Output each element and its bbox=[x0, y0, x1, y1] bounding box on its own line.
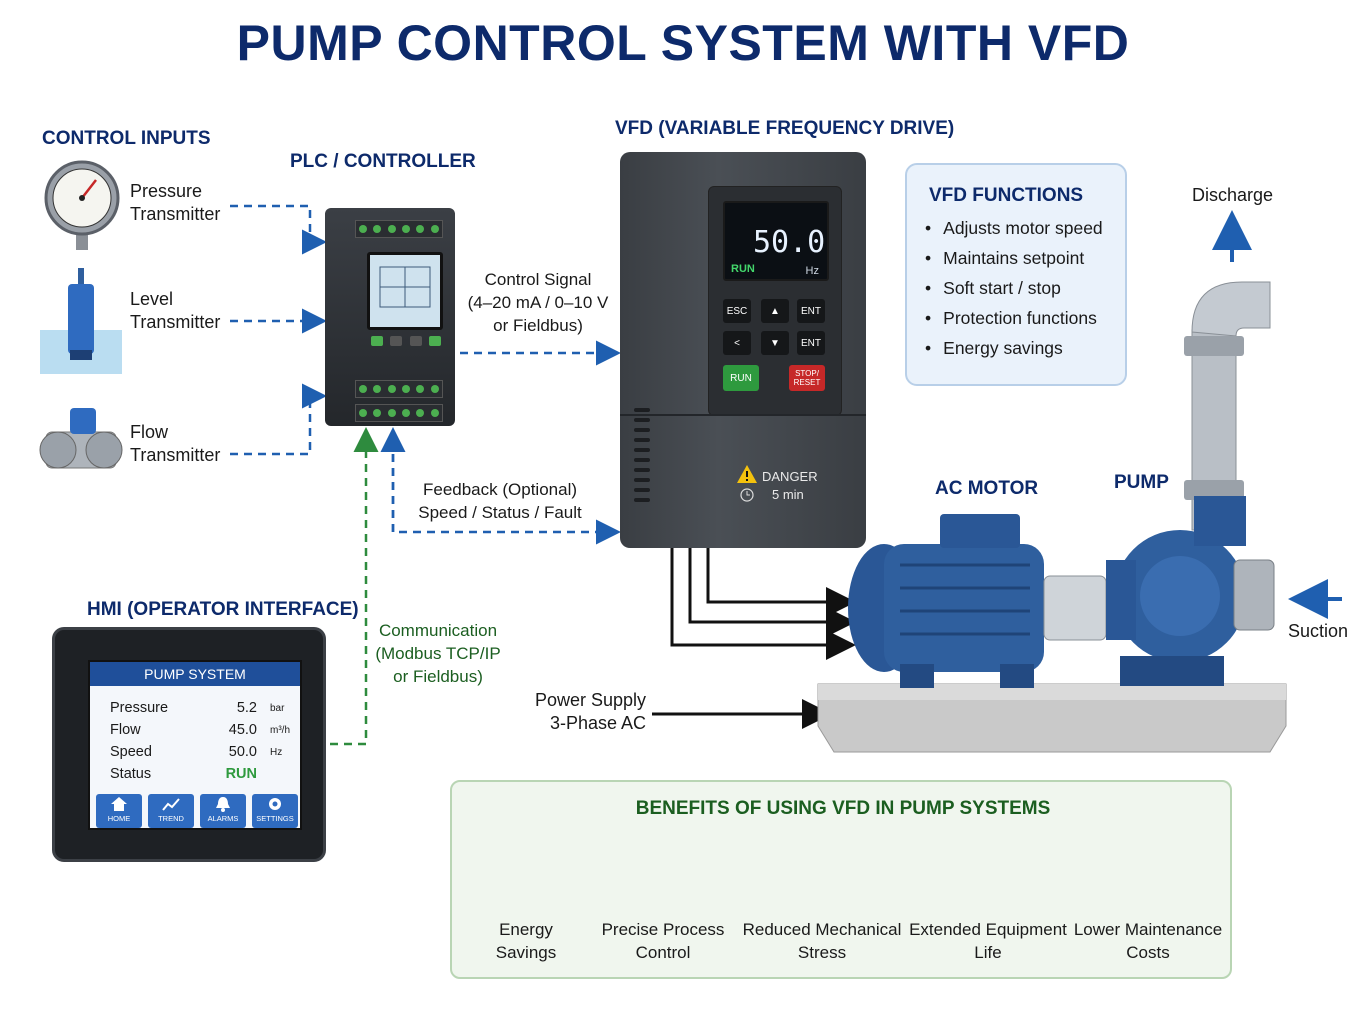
benefits-title: BENEFITS OF USING VFD IN PUMP SYSTEMS bbox=[635, 798, 1051, 819]
communication-line bbox=[330, 427, 379, 746]
vfd-drive: 50.0 RUN Hz ESC ▲ ENT < ▼ ENT RUN STOP/R… bbox=[620, 152, 866, 548]
plc-controller bbox=[325, 208, 455, 426]
vfd-run-button[interactable]: RUN bbox=[723, 365, 759, 391]
level-transmitter-icon bbox=[40, 268, 122, 374]
function-item: Protection functions bbox=[929, 303, 1125, 333]
vfd-up-button[interactable]: ▲ bbox=[761, 299, 789, 323]
hmi-heading: HMI (OPERATOR INTERFACE) bbox=[87, 599, 359, 620]
function-item: Soft start / stop bbox=[929, 273, 1125, 303]
motor-cable-3 bbox=[670, 548, 856, 660]
function-item: Maintains setpoint bbox=[929, 243, 1125, 273]
motor-cable-1 bbox=[706, 548, 856, 617]
hmi-trend-button[interactable]: TREND bbox=[148, 794, 194, 828]
trend-icon bbox=[162, 798, 180, 811]
vfd-keypad-panel: 50.0 RUN Hz ESC ▲ ENT < ▼ ENT RUN STOP/R… bbox=[708, 186, 842, 416]
vfd-functions-title: VFD FUNCTIONS bbox=[929, 185, 1084, 206]
plc-heading: PLC / CONTROLLER bbox=[290, 151, 476, 172]
hmi-header: PUMP SYSTEM bbox=[90, 662, 300, 686]
hmi-alarms-button[interactable]: ALARMS bbox=[200, 794, 246, 828]
pump-icon bbox=[1106, 496, 1275, 686]
ac-motor-icon bbox=[848, 514, 1107, 688]
vfd-frequency-value: 50.0 bbox=[753, 225, 826, 260]
flow-signal-line bbox=[230, 383, 327, 456]
ac-motor-heading: AC MOTOR bbox=[935, 478, 1039, 499]
control-inputs-heading: CONTROL INPUTS bbox=[42, 128, 211, 149]
motor-cable-2 bbox=[688, 548, 856, 637]
plc-mid-terminal bbox=[355, 380, 443, 398]
bell-icon bbox=[216, 797, 230, 812]
vfd-enter-button[interactable]: ENT bbox=[797, 299, 825, 323]
vfd-run-indicator: RUN bbox=[731, 263, 755, 275]
vfd-enter2-button[interactable]: ENT bbox=[797, 331, 825, 355]
home-icon bbox=[111, 797, 127, 811]
hmi-settings-button[interactable]: SETTINGS bbox=[252, 794, 298, 828]
vfd-esc-button[interactable]: ESC bbox=[723, 299, 751, 323]
hmi-home-button[interactable]: HOME bbox=[96, 794, 142, 828]
pressure-gauge-icon bbox=[44, 160, 120, 250]
function-item: Energy savings bbox=[929, 333, 1125, 363]
settings-icon bbox=[269, 798, 281, 810]
plc-top-terminal bbox=[355, 220, 443, 238]
vfd-unit: Hz bbox=[805, 265, 819, 277]
vfd-display: 50.0 RUN Hz bbox=[723, 201, 829, 281]
warning-icon bbox=[737, 465, 757, 483]
vfd-stop-reset-button[interactable]: STOP/RESET bbox=[789, 365, 825, 391]
plc-screen bbox=[367, 252, 443, 330]
vfd-functions-box: VFD FUNCTIONS Adjusts motor speed Mainta… bbox=[905, 163, 1127, 386]
clock-icon bbox=[740, 488, 754, 502]
feedback-label: Feedback (Optional)Speed / Status / Faul… bbox=[418, 480, 582, 522]
function-item: Adjusts motor speed bbox=[929, 213, 1125, 243]
vfd-down-button[interactable]: ▼ bbox=[761, 331, 789, 355]
pump-base bbox=[817, 683, 1287, 753]
flow-transmitter-icon bbox=[39, 408, 123, 469]
plc-bottom-terminal bbox=[355, 404, 443, 422]
pressure-signal-line bbox=[230, 204, 327, 255]
benefits-box: BENEFITS OF USING VFD IN PUMP SYSTEMS En… bbox=[450, 780, 1232, 979]
discharge-pipe-icon bbox=[1184, 281, 1271, 531]
plc-keypad bbox=[371, 336, 441, 360]
vfd-heading: VFD (VARIABLE FREQUENCY DRIVE) bbox=[615, 118, 955, 139]
discharge-label: Discharge bbox=[1192, 185, 1274, 205]
page-title: PUMP CONTROL SYSTEM WITH VFD bbox=[236, 15, 1130, 71]
suction-label: Suction bbox=[1288, 621, 1349, 641]
vfd-left-button[interactable]: < bbox=[723, 331, 751, 355]
pump-heading: PUMP bbox=[1114, 472, 1169, 493]
